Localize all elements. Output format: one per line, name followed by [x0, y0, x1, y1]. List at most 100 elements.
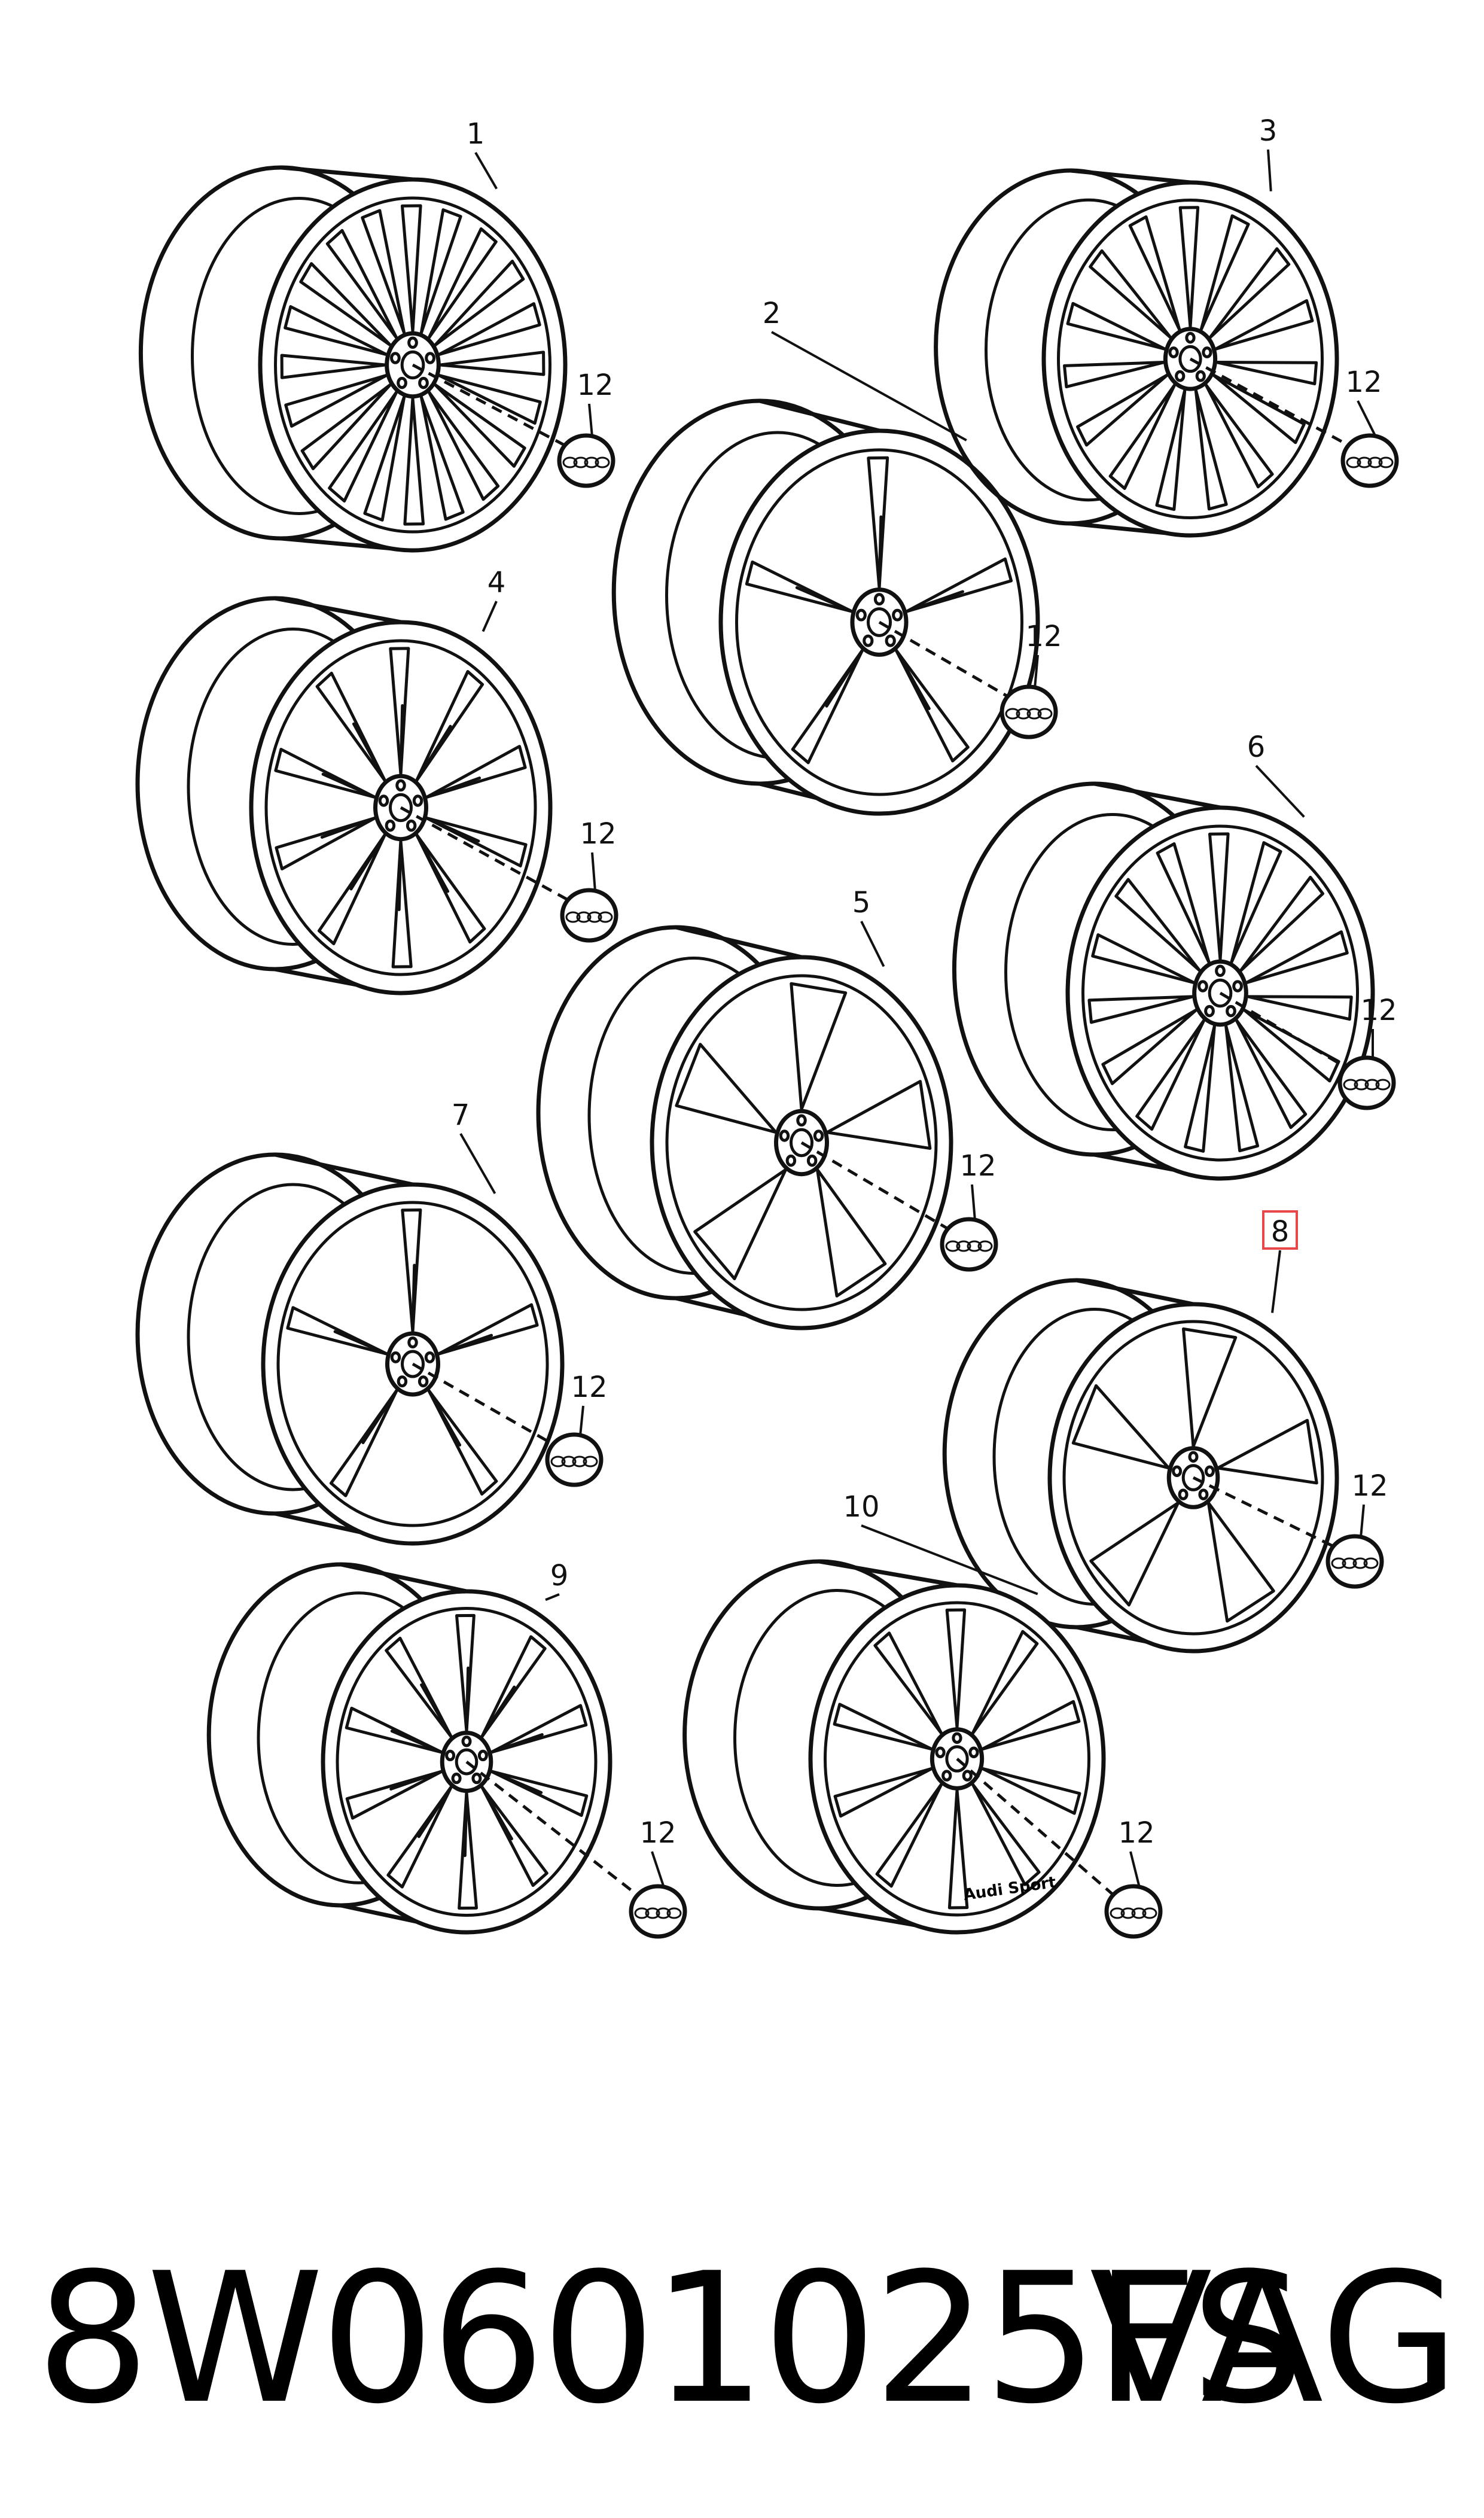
spoke — [480, 1785, 548, 1887]
bolt-hole — [1232, 980, 1243, 992]
spoke — [790, 982, 848, 1111]
spoke — [437, 1303, 539, 1356]
bolt-hole — [855, 608, 867, 622]
spokes — [274, 647, 528, 969]
bolt-hole — [412, 794, 423, 807]
cap-callout-number: 12 — [1025, 620, 1062, 653]
spoke — [433, 383, 526, 468]
spoke — [873, 1631, 943, 1735]
spoke — [1214, 299, 1314, 351]
spoke — [1242, 1008, 1340, 1083]
bolt-hole — [941, 1770, 952, 1782]
spoke — [1246, 995, 1353, 1021]
spoke-split — [411, 1263, 416, 1333]
callout-leader — [1267, 149, 1272, 191]
cap-callout-number: 12 — [1360, 994, 1397, 1027]
spoke — [1135, 1018, 1206, 1131]
bolt-hole — [1202, 346, 1212, 358]
wheel-6: 6 12 — [952, 730, 1397, 1181]
spoke — [437, 302, 541, 357]
bolt-hole — [863, 634, 874, 647]
spoke — [299, 262, 392, 347]
spoke — [825, 1080, 932, 1150]
bolt-hole — [968, 1746, 979, 1758]
center-bore — [945, 1745, 969, 1773]
bolt-hole — [813, 1129, 824, 1142]
callout-number: 8 — [1271, 1215, 1290, 1249]
spoke — [385, 1636, 453, 1738]
bolt-hole — [397, 376, 407, 389]
rim-lip — [1062, 1320, 1324, 1636]
spoke-split — [426, 1389, 462, 1447]
cap-callout-leader — [579, 1405, 584, 1436]
bolt-hole — [796, 1114, 807, 1127]
audi-rings-icon — [565, 911, 613, 923]
spoke — [1194, 388, 1228, 511]
spoke-split — [894, 648, 931, 710]
bolt-hole — [378, 794, 389, 807]
bolt-hole — [1172, 1465, 1183, 1477]
spoke — [345, 1770, 444, 1820]
rim-lip — [665, 974, 938, 1311]
bolt-hole — [1215, 964, 1226, 978]
spoke-split — [415, 724, 452, 783]
cap-callout-number: 12 — [577, 369, 613, 402]
bolt-hole — [385, 819, 396, 832]
cap-axis-line — [800, 1141, 955, 1234]
spoke — [426, 1389, 498, 1496]
rim-lip — [274, 196, 551, 534]
spokes — [1087, 832, 1353, 1153]
callout-leader — [545, 1593, 560, 1601]
callout-leader — [459, 1133, 496, 1194]
spoke — [427, 227, 498, 340]
cap-axis-line — [1192, 1476, 1341, 1551]
bolt-hole — [418, 1375, 429, 1388]
spoke — [1182, 1327, 1238, 1448]
spoke — [425, 745, 527, 799]
spoke — [274, 748, 377, 799]
wheel-5: 512 — [536, 886, 998, 1330]
bolt-hole — [892, 608, 903, 622]
spoke — [419, 208, 462, 335]
spoke-split — [904, 590, 964, 613]
spoke — [1230, 841, 1282, 964]
spoke — [745, 560, 854, 613]
part-footer: 8W0601025FS VAG — [36, 2213, 1459, 2465]
spoke — [315, 671, 387, 783]
rim-lip — [276, 1201, 549, 1527]
center-bore — [1178, 345, 1202, 373]
spoke — [1091, 933, 1196, 985]
spoke — [675, 1043, 778, 1134]
audi-rings-icon — [945, 1240, 993, 1252]
spoke — [1211, 373, 1306, 444]
spoke — [489, 1770, 589, 1817]
rim-lip — [264, 639, 537, 976]
spoke-split — [352, 722, 387, 783]
cap-axis-line — [400, 806, 575, 905]
callout-number: 6 — [1247, 730, 1266, 764]
callout-leader — [860, 921, 885, 967]
spoke-split — [480, 1785, 513, 1841]
spoke — [458, 1791, 478, 1910]
spoke — [438, 351, 546, 376]
spokes — [280, 204, 546, 526]
spoke-split — [489, 1770, 543, 1794]
center-bore — [1181, 1464, 1205, 1491]
callout-number: 5 — [852, 886, 871, 919]
spoke — [980, 1767, 1081, 1815]
spoke — [1199, 214, 1250, 331]
spoke — [1215, 361, 1318, 386]
center-bore — [455, 1748, 479, 1776]
cap-callout-number: 12 — [639, 1816, 676, 1850]
bolt-hole — [935, 1746, 946, 1758]
part-number: 8W0601025FS — [36, 2234, 1305, 2443]
spoke — [284, 305, 388, 357]
spoke — [1076, 373, 1169, 447]
bolt-hole — [1178, 1488, 1189, 1500]
spoke — [1156, 842, 1211, 964]
spoke-split — [489, 1733, 544, 1754]
spokes — [345, 1613, 589, 1910]
spoke-split — [361, 1389, 399, 1445]
